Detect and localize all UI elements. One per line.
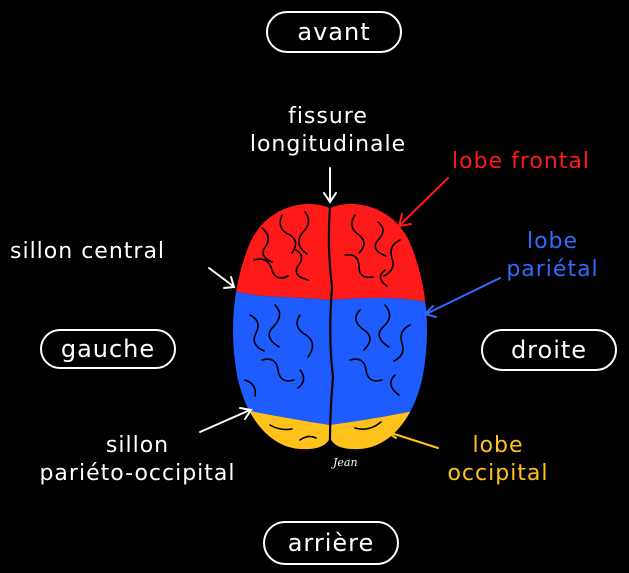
frontal-arrow <box>397 177 449 228</box>
parietal-arrow <box>423 277 501 318</box>
fissure-label-line2: longitudinale <box>249 132 407 157</box>
central-sulcus-arrow <box>208 267 234 287</box>
frontal-lobe-label: lobe frontal <box>452 149 590 174</box>
longitudinal-fissure <box>327 206 335 441</box>
direction-right-label: droite <box>510 336 588 364</box>
signature: Jean <box>331 456 358 469</box>
central-sulcus-label: sillon central <box>10 239 166 264</box>
occipital-label-line2: occipital <box>447 461 549 486</box>
parieto-label-line1: sillon <box>105 433 170 458</box>
direction-back-pill: arrière <box>263 521 399 565</box>
parieto-occipital-label: sillon pariéto-occipital <box>30 432 245 488</box>
fissure-label-line1: fissure <box>288 104 368 129</box>
occipital-arrow <box>385 427 439 449</box>
parietal-lobe-label: lobe pariétal <box>500 228 605 284</box>
parietal-label-line1: lobe <box>526 229 579 254</box>
direction-left-pill: gauche <box>40 329 176 369</box>
direction-back-label: arrière <box>287 529 375 557</box>
gyri-lines <box>244 211 411 441</box>
label-arrows <box>199 167 337 433</box>
occipital-label-line1: lobe <box>472 433 524 458</box>
parietal-label-line2: pariétal <box>506 257 599 282</box>
direction-left-label: gauche <box>60 335 156 363</box>
direction-front-pill: avant <box>266 11 402 53</box>
direction-front-label: avant <box>297 18 371 46</box>
occipital-lobe-label: lobe occipital <box>438 432 558 488</box>
parieto-occipital-arrow <box>199 409 251 433</box>
parieto-label-line2: pariéto-occipital <box>39 461 236 486</box>
fissure-label: fissure longitudinale <box>228 103 428 159</box>
direction-right-pill: droite <box>481 329 617 371</box>
